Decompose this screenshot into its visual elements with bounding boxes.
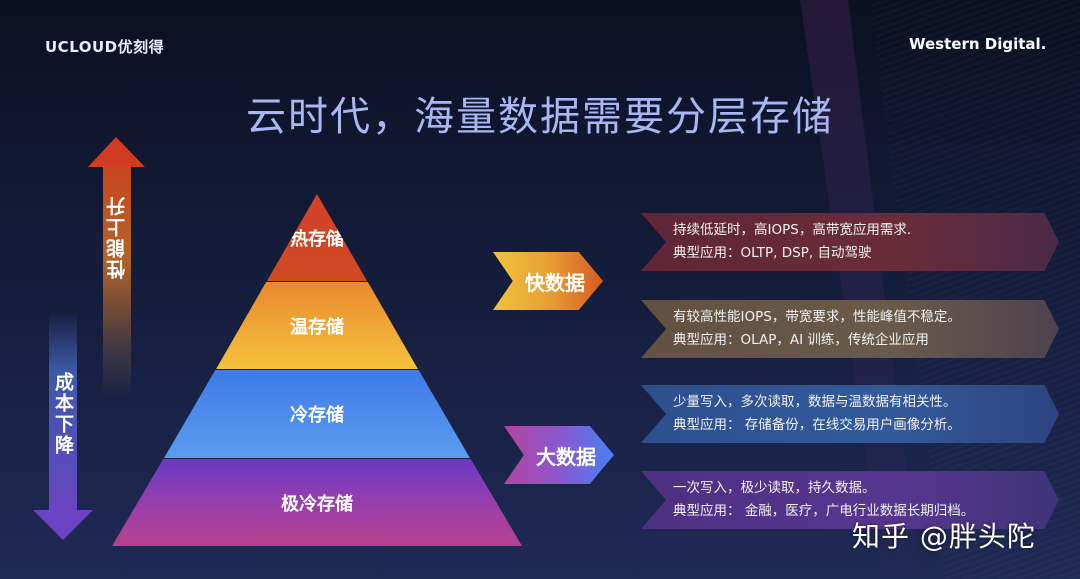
description-line: 少量写入，多次读取，数据与温数据有相关性。 bbox=[673, 394, 957, 410]
arrow-up-icon bbox=[88, 137, 145, 167]
typical-apps-line: 典型应用： 存储备份，在线交易用户画像分析。 bbox=[673, 417, 961, 433]
western-digital-logo: Western Digital. bbox=[909, 35, 1047, 53]
description-line: 一次写入，极少读取，持久数据。 bbox=[673, 480, 876, 496]
description-line: 有较高性能IOPS，带宽要求，性能峰值不稳定。 bbox=[673, 309, 961, 325]
tier-label: 热存储 bbox=[290, 228, 344, 250]
typical-apps-line: 典型应用：OLTP, DSP, 自动驾驶 bbox=[673, 245, 872, 261]
warm-tier-description: 有较高性能IOPS，带宽要求，性能峰值不稳定。 典型应用：OLAP，AI 训练，… bbox=[641, 300, 1059, 358]
badge-label: 快数据 bbox=[525, 270, 585, 295]
tier-archive: 极冷存储 bbox=[112, 459, 522, 546]
description-line: 持续低延时，高IOPS，高带宽应用需求. bbox=[673, 222, 912, 238]
cost-down-arrow: 成本下降 bbox=[33, 312, 93, 544]
tier-cold: 冷存储 bbox=[164, 370, 470, 458]
tier-warm: 温存储 bbox=[216, 282, 418, 369]
slide-title: 云时代，海量数据需要分层存储 bbox=[246, 94, 834, 140]
tier-label: 温存储 bbox=[290, 316, 344, 338]
typical-apps-line: 典型应用： 金融，医疗，广电行业数据长期归档。 bbox=[673, 503, 975, 519]
cold-tier-description: 少量写入，多次读取，数据与温数据有相关性。 典型应用： 存储备份，在线交易用户画… bbox=[641, 385, 1059, 443]
hot-tier-description: 持续低延时，高IOPS，高带宽应用需求. 典型应用：OLTP, DSP, 自动驾… bbox=[641, 213, 1059, 271]
tier-hot: 热存储 bbox=[266, 194, 368, 281]
arrow-shaft bbox=[49, 312, 77, 512]
tier-label: 冷存储 bbox=[290, 405, 344, 426]
archive-tier-description: 一次写入，极少读取，持久数据。 典型应用： 金融，医疗，广电行业数据长期归档。 bbox=[641, 471, 1059, 529]
typical-apps-line: 典型应用：OLAP，AI 训练，传统企业应用 bbox=[673, 332, 929, 348]
performance-up-arrow: 性能上升 bbox=[88, 137, 145, 397]
ucloud-logo: UCLOUD优刻得 bbox=[45, 38, 165, 56]
tier-label: 极冷存储 bbox=[281, 493, 353, 515]
arrow-shaft bbox=[103, 167, 131, 397]
cost-down-label: 成本下降 bbox=[52, 372, 74, 456]
zhihu-watermark: 知乎 @胖头陀 bbox=[852, 520, 1036, 553]
badge-label: 大数据 bbox=[536, 444, 596, 469]
arrow-down-icon bbox=[33, 510, 93, 540]
storage-tier-pyramid: 热存储 温存储 冷存储 极冷存储 bbox=[112, 194, 522, 546]
